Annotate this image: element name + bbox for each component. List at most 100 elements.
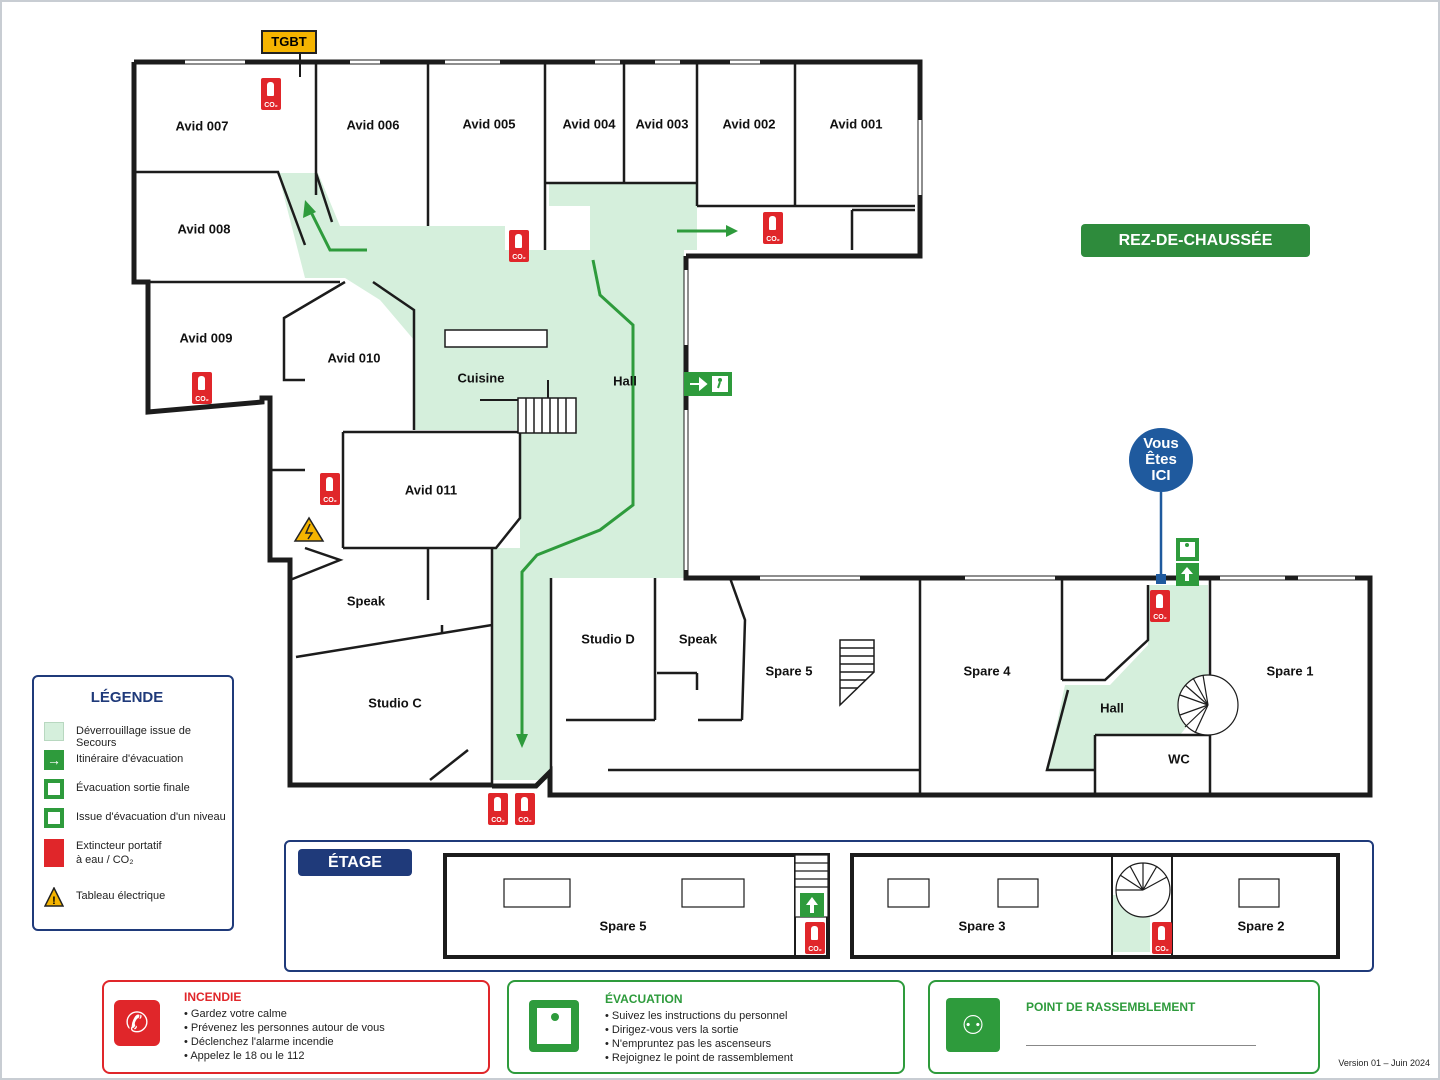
legend-text: Itinéraire d'évacuation (76, 753, 184, 765)
you-are-here-line: Vous (1143, 435, 1179, 452)
room-label-avid003: Avid 003 (635, 116, 689, 132)
evacuation-line: Dirigez-vous vers la sortie (605, 1023, 793, 1037)
room-label-spare5: Spare 5 (765, 663, 813, 679)
legend-text: à eau / CO₂ (76, 854, 134, 866)
room-label-avid008: Avid 008 (177, 221, 231, 237)
etage-room-spare3: Spare 3 (958, 918, 1006, 934)
extinguisher-icon: CO₂ (261, 78, 281, 110)
exit-sign-right (1176, 538, 1199, 586)
room-label-avid001: Avid 001 (829, 116, 883, 132)
room-label-spare4: Spare 4 (963, 663, 1011, 679)
room-label-avid010: Avid 010 (327, 350, 381, 366)
extinguisher-icon: CO₂ (515, 793, 535, 825)
legend-item: → Itinéraire d'évacuation (44, 750, 183, 770)
incendie-line: Déclenchez l'alarme incendie (184, 1035, 385, 1049)
version-text: Version 01 – Juin 2024 (1338, 1058, 1430, 1068)
etage-room-spare5: Spare 5 (599, 918, 647, 934)
evacuation-title: ÉVACUATION (605, 992, 683, 1006)
green-zone-swatch (44, 722, 64, 741)
incendie-list: Gardez votre calme Prévenez les personne… (184, 1007, 385, 1063)
exit-sign-etage (800, 893, 824, 917)
exit-level-icon (44, 808, 64, 828)
incendie-card: ✆ INCENDIE Gardez votre calme Prévenez l… (102, 980, 490, 1074)
extinguisher-icon (44, 839, 64, 867)
you-are-here-badge: Vous Êtes ICI (1129, 428, 1193, 492)
room-label-avid002: Avid 002 (722, 116, 776, 132)
legend-item: Issue d'évacuation d'un niveau (44, 808, 226, 828)
rassemblement-title: POINT DE RASSEMBLEMENT (1026, 1000, 1196, 1014)
legend-item: Déverrouillage issue de Secours (44, 722, 232, 749)
you-are-here-line: Êtes (1145, 451, 1177, 468)
room-label-speak: Speak (678, 631, 718, 647)
legend: LÉGENDE Déverrouillage issue de Secours … (32, 675, 234, 931)
legend-text: Tableau électrique (76, 890, 166, 902)
room-label-cuisine: Cuisine (457, 370, 505, 386)
legend-item: Extincteur portatif à eau / CO₂ (44, 839, 162, 867)
legend-text: Issue d'évacuation d'un niveau (76, 811, 226, 823)
room-label-avid011: Avid 011 (404, 482, 458, 498)
extinguisher-icon: CO₂ (192, 372, 212, 404)
etage-panel (284, 840, 1374, 972)
rassemblement-line (1026, 1045, 1256, 1046)
incendie-line: Appelez le 18 ou le 112 (184, 1049, 385, 1063)
room-label-avid009: Avid 009 (179, 330, 233, 346)
stairs-main (517, 397, 577, 434)
you-are-here-marker (1156, 574, 1166, 584)
tgbt-label: TGBT (261, 30, 317, 54)
assembly-point-icon: ⚇ (946, 998, 1000, 1052)
evacuation-routes (308, 209, 730, 742)
evacuation-line: N'empruntez pas les ascenseurs (605, 1037, 793, 1051)
etage-title: ÉTAGE (298, 849, 412, 876)
exit-final-icon (44, 779, 64, 799)
extinguisher-icon: CO₂ (509, 230, 529, 262)
room-label-studio-c: Studio C (368, 695, 422, 711)
incendie-line: Prévenez les personnes autour de vous (184, 1021, 385, 1035)
extinguisher-icon: CO₂ (1152, 922, 1172, 954)
evacuation-line: Rejoignez le point de rassemblement (605, 1051, 793, 1065)
evacuation-line: Suivez les instructions du personnel (605, 1009, 793, 1023)
legend-text: Évacuation sortie finale (76, 782, 190, 794)
legend-text: Déverrouillage issue de Secours (76, 725, 191, 749)
incendie-line: Gardez votre calme (184, 1007, 385, 1021)
room-label-studio-d: Studio D (581, 631, 635, 647)
legend-item: Évacuation sortie finale (44, 779, 190, 799)
room-label-hall: Hall (1100, 700, 1124, 716)
room-label-hall: Hall (613, 373, 637, 389)
evacuation-list: Suivez les instructions du personnel Dir… (605, 1009, 793, 1065)
extinguisher-icon: CO₂ (320, 473, 340, 505)
extinguisher-icon: CO₂ (1150, 590, 1170, 622)
evacuation-arrowheads (303, 200, 738, 748)
incendie-title: INCENDIE (184, 990, 242, 1004)
room-label-avid007: Avid 007 (175, 118, 229, 134)
room-label-avid006: Avid 006 (346, 117, 400, 133)
evacuation-zones (278, 173, 1208, 952)
etage-windows (503, 878, 1280, 908)
legend-text: Extincteur portatif (76, 840, 162, 852)
stairs-spare5 (839, 639, 875, 707)
room-label-wc: WC (1168, 751, 1190, 767)
phone-icon: ✆ (114, 1000, 160, 1046)
legend-item: ! Tableau électrique (44, 887, 165, 907)
extinguisher-icon: CO₂ (488, 793, 508, 825)
extinguisher-icon: CO₂ (763, 212, 783, 244)
exit-running-icon (529, 1000, 579, 1052)
exit-sign-hall (684, 372, 732, 396)
room-label-spare1: Spare 1 (1266, 663, 1314, 679)
electrical-panel-icon (293, 516, 325, 542)
arrow-right-icon: → (44, 750, 64, 770)
room-label-speak: Speak (346, 593, 386, 609)
room-label-avid004: Avid 004 (562, 116, 616, 132)
you-are-here-line: ICI (1151, 467, 1171, 484)
floor-title: REZ-DE-CHAUSSÉE (1081, 224, 1310, 257)
evacuation-card: ÉVACUATION Suivez les instructions du pe… (507, 980, 905, 1074)
windows (185, 60, 1355, 580)
warning-icon: ! (44, 887, 64, 907)
room-label-avid005: Avid 005 (462, 116, 516, 132)
extinguisher-icon: CO₂ (805, 922, 825, 954)
etage-room-spare2: Spare 2 (1237, 918, 1285, 934)
svg-text:!: ! (52, 895, 56, 907)
legend-title: LÉGENDE (90, 689, 164, 706)
kitchen-counter (444, 329, 548, 348)
